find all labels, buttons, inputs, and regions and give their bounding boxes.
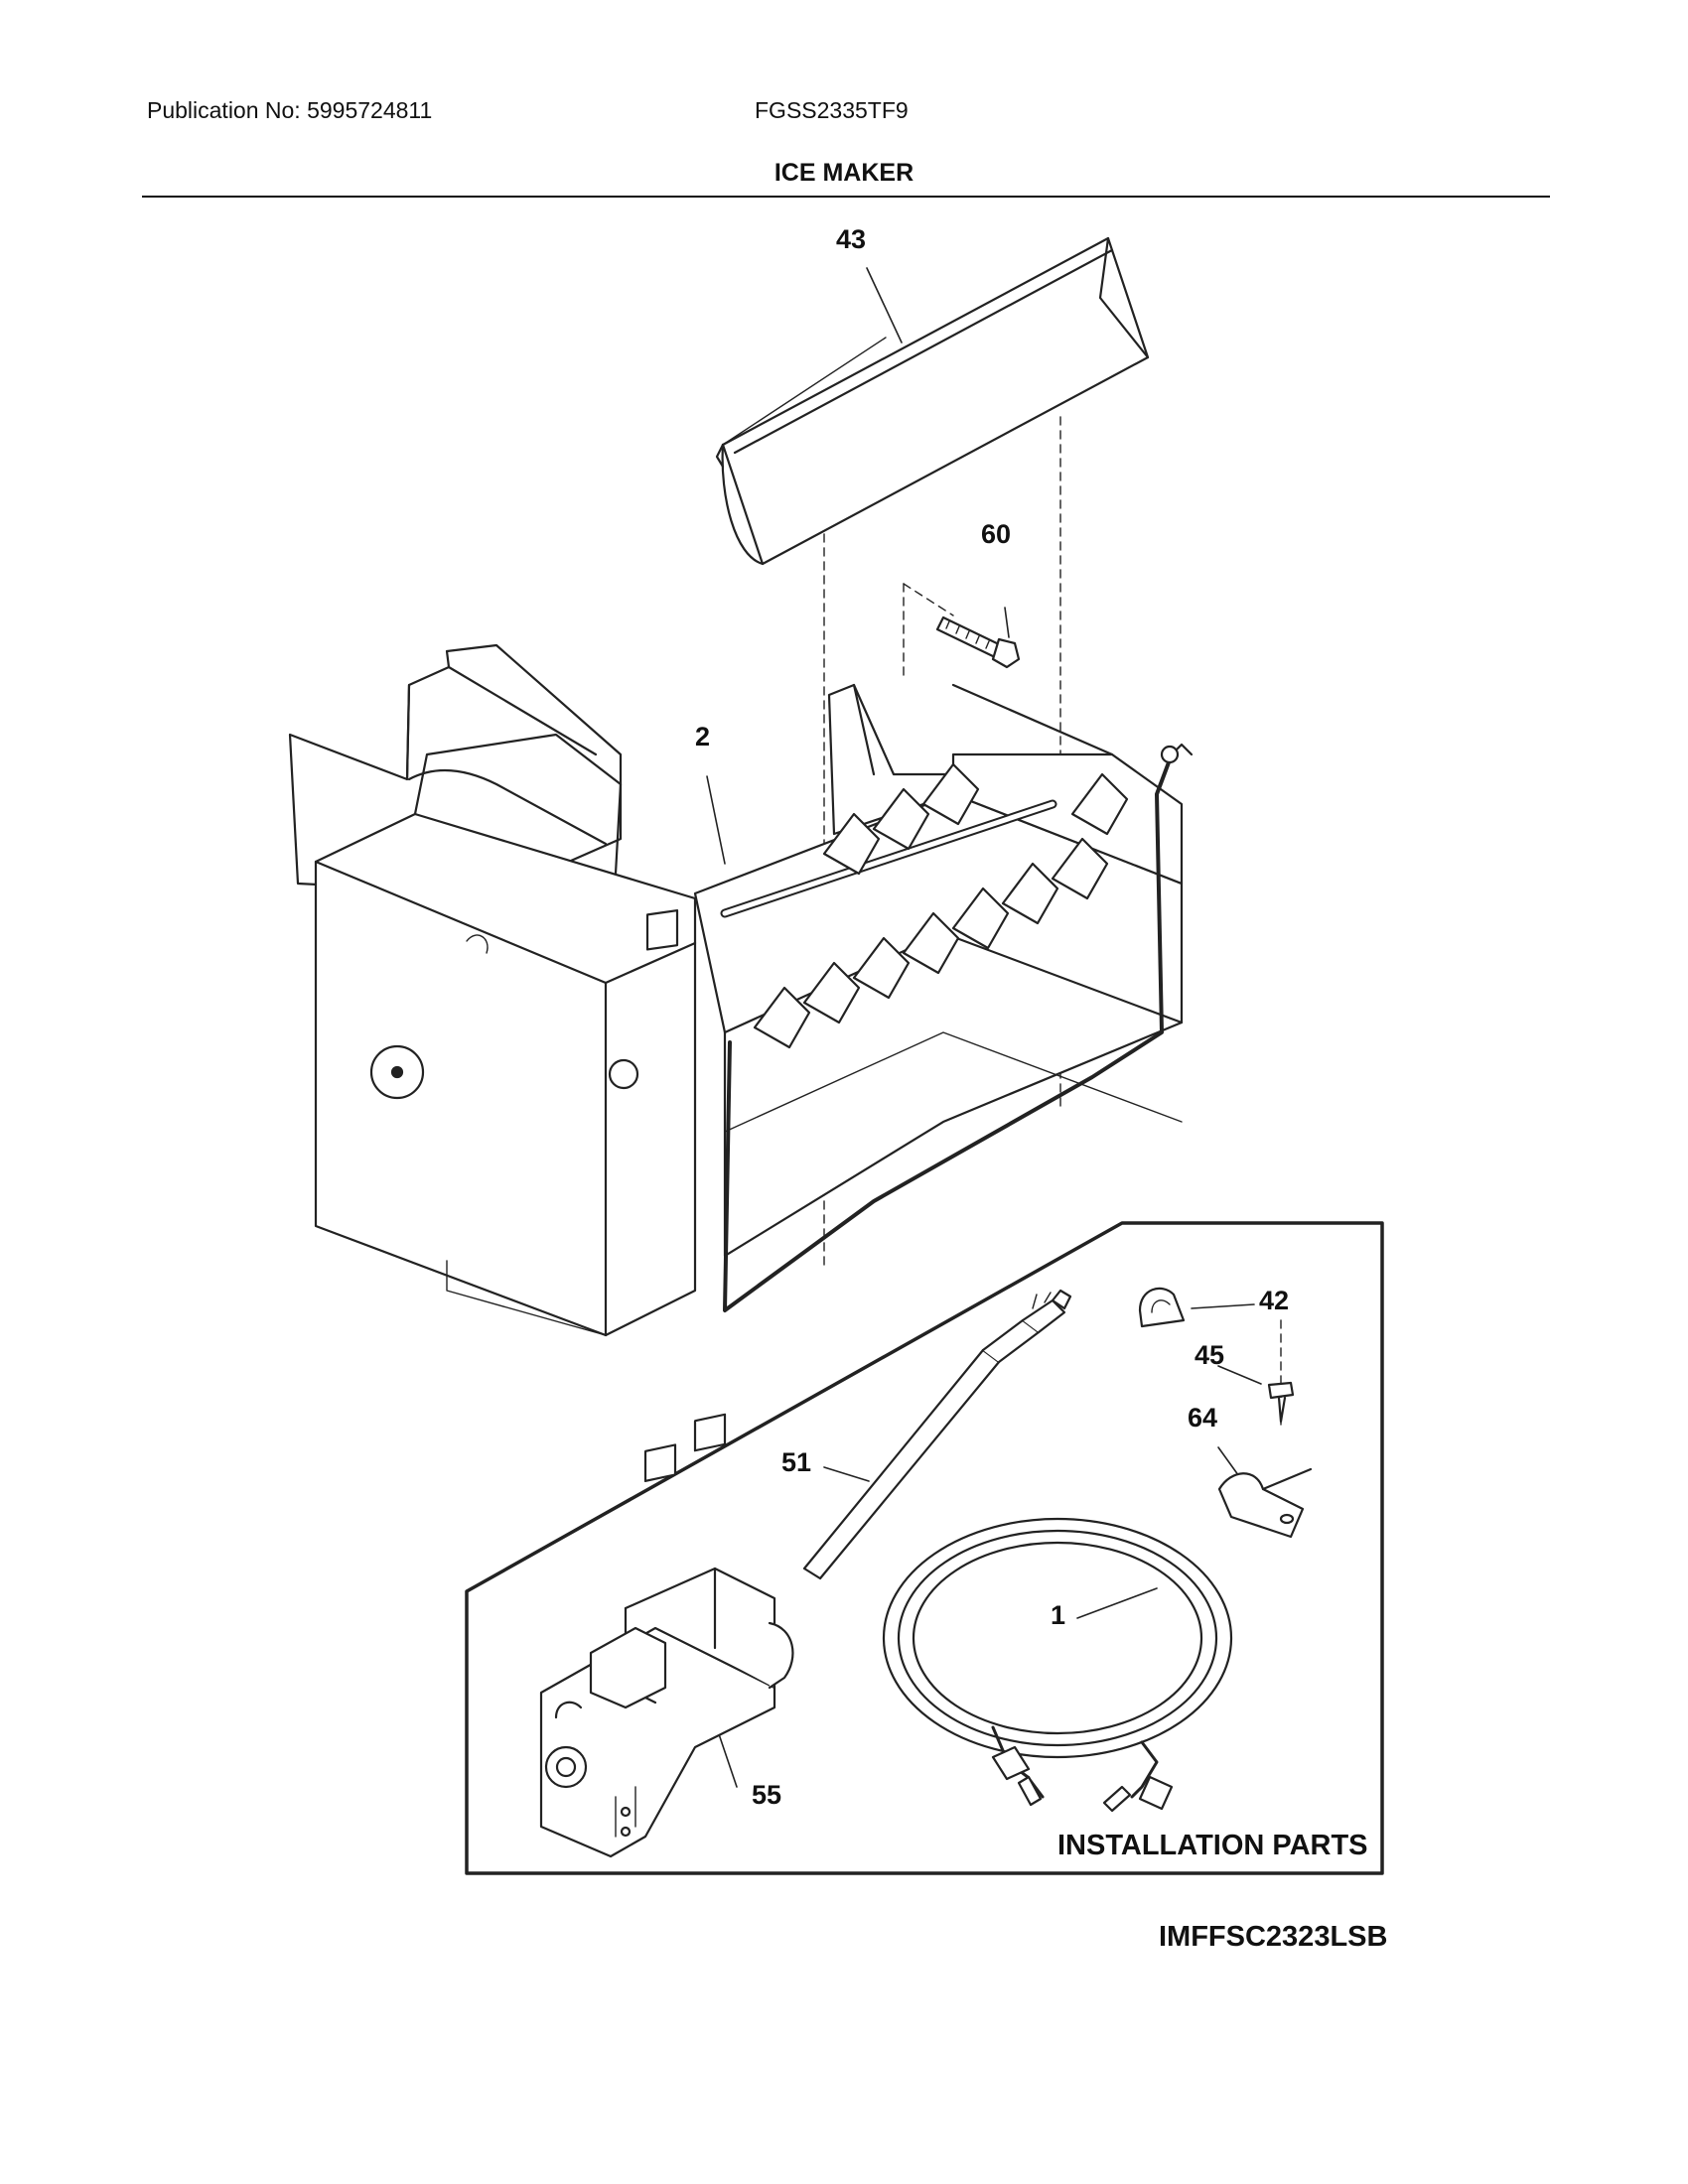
- part-2-ice-maker: [288, 643, 1194, 1337]
- publication-number: Publication No: 5995724811: [147, 97, 433, 123]
- model-number: FGSS2335TF9: [755, 97, 909, 123]
- title-rule: [142, 196, 1550, 198]
- part-60-screw: [935, 607, 1021, 669]
- callout-64: 64: [1188, 1403, 1218, 1433]
- callout-45: 45: [1195, 1340, 1225, 1370]
- callout-51: 51: [781, 1447, 812, 1477]
- part-43-cover: [715, 236, 1150, 566]
- callout-60: 60: [981, 519, 1012, 549]
- page-title: ICE MAKER: [774, 159, 914, 187]
- part-42-clamp: [1138, 1287, 1186, 1328]
- installation-parts-label: INSTALLATION PARTS: [1057, 1830, 1368, 1861]
- part-45-screw: [1267, 1381, 1295, 1424]
- callout-42: 42: [1259, 1286, 1290, 1315]
- callout-55: 55: [752, 1780, 782, 1810]
- callout-2: 2: [695, 722, 711, 751]
- part-55-water-valve: [539, 1413, 794, 1858]
- callout-1: 1: [1051, 1600, 1066, 1630]
- part-64-bracket: [1217, 1467, 1313, 1539]
- installation-parts-frame: [465, 1221, 1384, 1875]
- diagram-code: IMFFSC2323LSB: [1159, 1921, 1388, 1953]
- part-1-water-tube: [882, 1517, 1233, 1813]
- part-51-fill-tube: [802, 1289, 1072, 1580]
- callout-43: 43: [836, 224, 867, 254]
